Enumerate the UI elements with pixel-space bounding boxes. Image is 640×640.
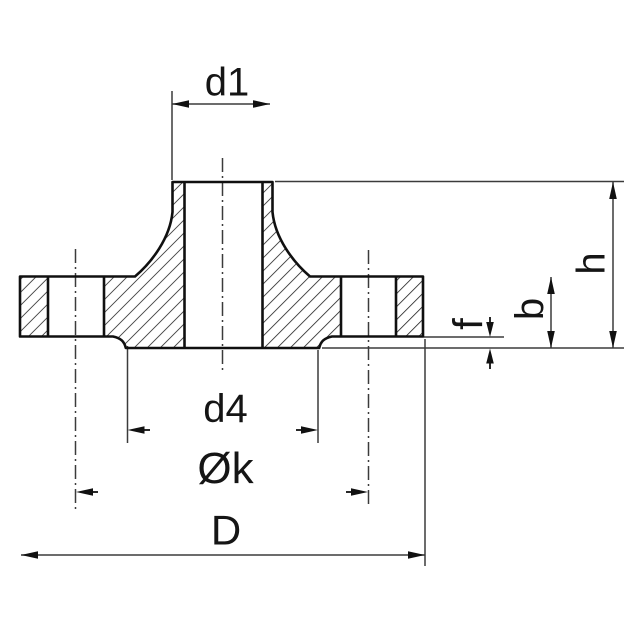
svg-text:h: h <box>570 252 614 274</box>
svg-text:d4: d4 <box>203 387 248 431</box>
svg-text:D: D <box>211 507 241 554</box>
svg-text:b: b <box>508 298 552 320</box>
svg-text:Øk: Øk <box>197 444 254 493</box>
svg-text:d1: d1 <box>205 61 250 105</box>
svg-text:f: f <box>445 318 492 330</box>
